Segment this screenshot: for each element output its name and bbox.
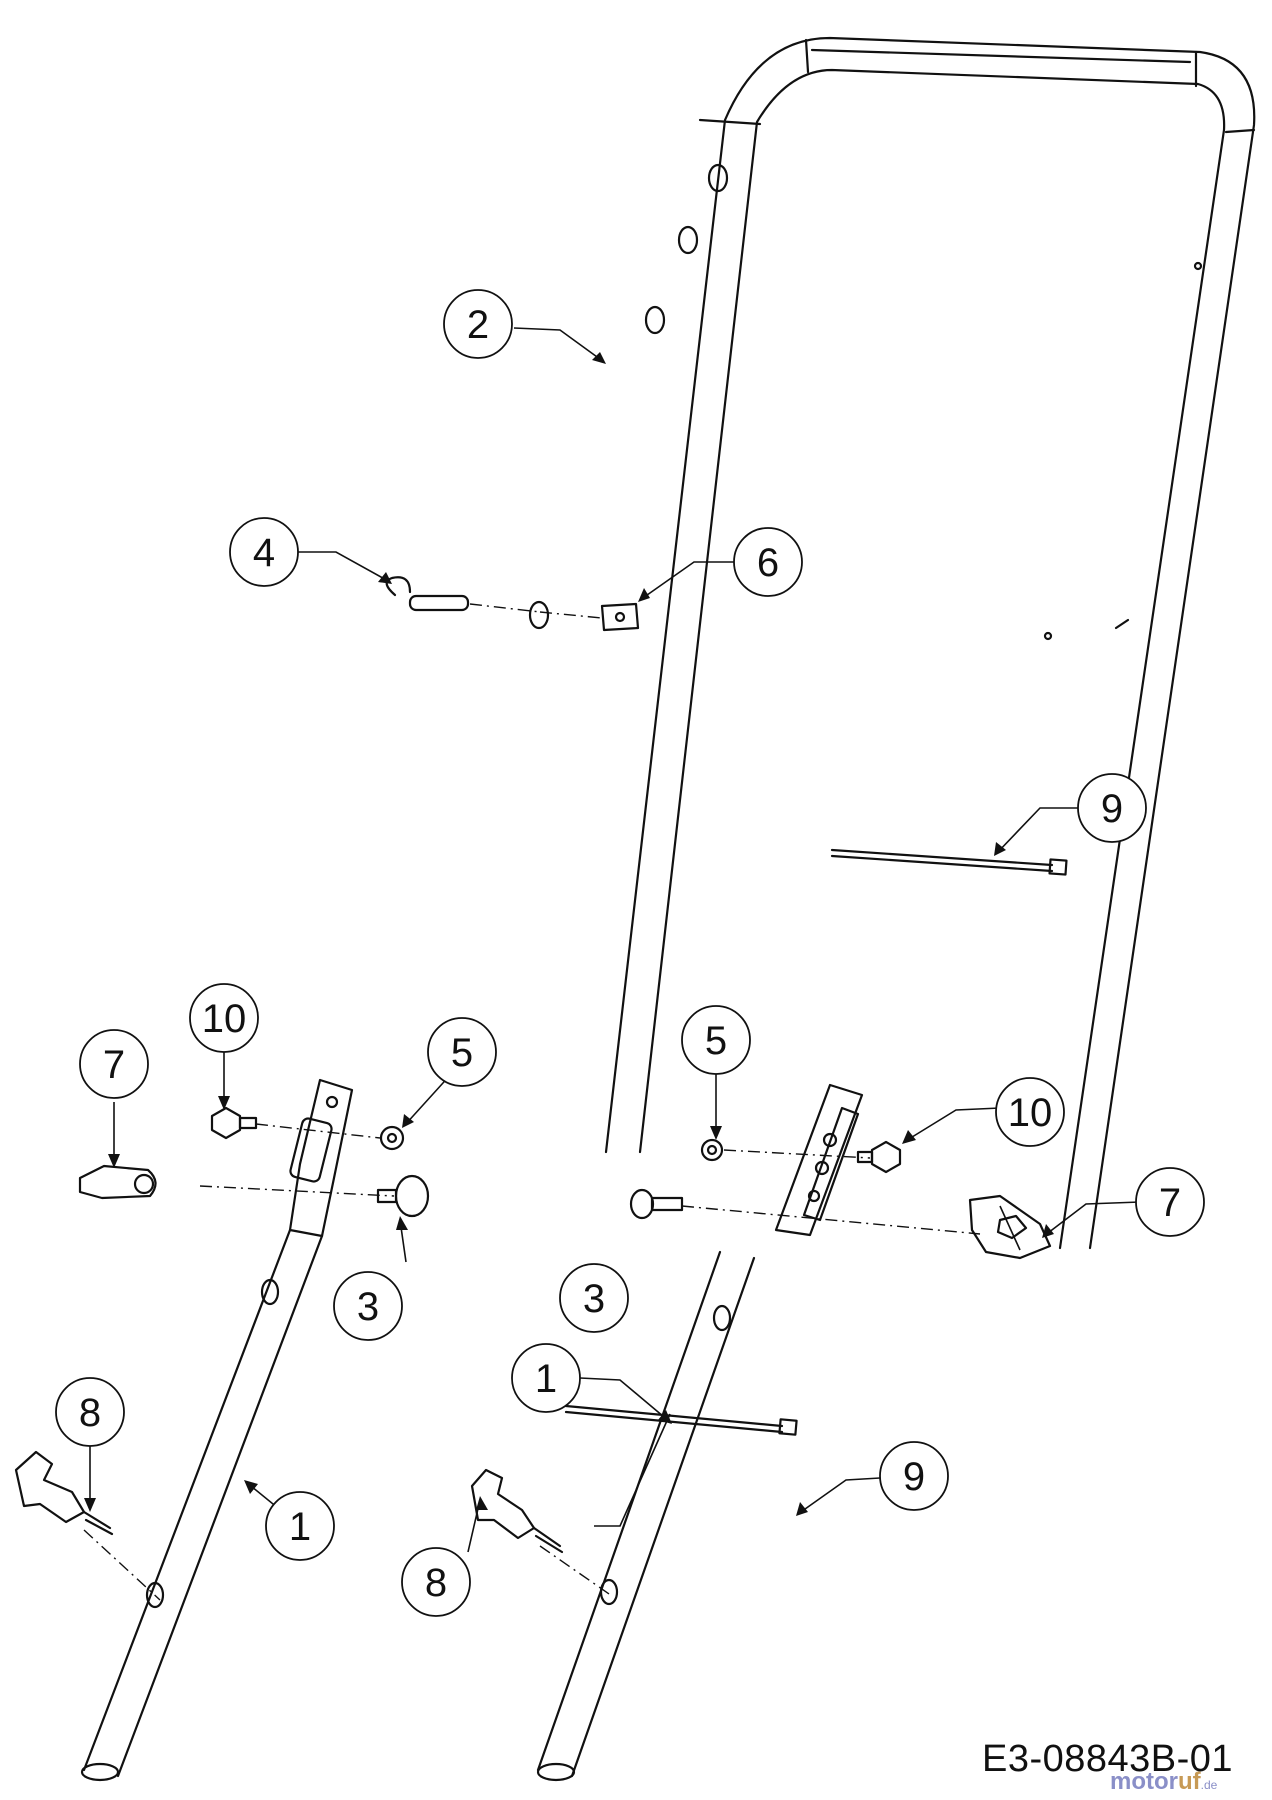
- cable-tie-lower: [564, 1404, 798, 1436]
- knob-8-left: [14, 1450, 114, 1536]
- right-lower-tube: [536, 1083, 864, 1782]
- nut-5-right: [700, 1138, 724, 1162]
- callout-9-upper: 9: [1101, 787, 1123, 831]
- knob-8-right: [470, 1468, 564, 1554]
- callout-5-left: 5: [451, 1031, 473, 1075]
- callout-circles: [55, 289, 1205, 1617]
- nut-5-left: [379, 1125, 405, 1151]
- callout-2-upper-handle: 2: [467, 303, 489, 347]
- watermark-part2: uf: [1178, 1768, 1201, 1795]
- watermark-part1: motor: [1110, 1768, 1178, 1795]
- callout-5-right: 5: [705, 1019, 727, 1063]
- callout-4: 4: [253, 531, 275, 575]
- knob-7-left: [78, 1164, 157, 1200]
- callout-10-right: 10: [1008, 1091, 1053, 1135]
- arrowheads: [84, 352, 1054, 1516]
- callout-6: 6: [757, 541, 779, 585]
- leaders: [89, 327, 1141, 1553]
- callout-8-right: 8: [425, 1561, 447, 1605]
- callout-9-lower: 9: [903, 1455, 925, 1499]
- callout-1-left: 1: [289, 1505, 311, 1549]
- assembly-lines: [83, 603, 981, 1601]
- carriage-bolt-3-right: [629, 1188, 684, 1220]
- watermark-part3: .de: [1200, 1778, 1218, 1792]
- callout-3-left: 3: [357, 1285, 379, 1329]
- bolt-10-left: [210, 1106, 258, 1140]
- left-lower-tube: [80, 1078, 354, 1782]
- cable-clip-6: [600, 602, 640, 632]
- callout-7-left: 7: [103, 1043, 125, 1087]
- callout-10-left: 10: [202, 997, 247, 1041]
- cable-tie-upper: [830, 848, 1068, 876]
- bolt-10-right: [856, 1140, 902, 1174]
- drawing-code: E3-08843B-01: [982, 1738, 1234, 1780]
- upper-handle: [528, 36, 1256, 1250]
- callout-7-right: 7: [1159, 1181, 1181, 1225]
- carriage-bolt-3-left: [376, 1174, 430, 1218]
- watermark: motoruf.de: [1110, 1768, 1217, 1796]
- callout-8-left: 8: [79, 1391, 101, 1435]
- callout-3-right: 3: [583, 1277, 605, 1321]
- callout-1-right: 1: [535, 1357, 557, 1401]
- cable-guide-4: [385, 576, 470, 612]
